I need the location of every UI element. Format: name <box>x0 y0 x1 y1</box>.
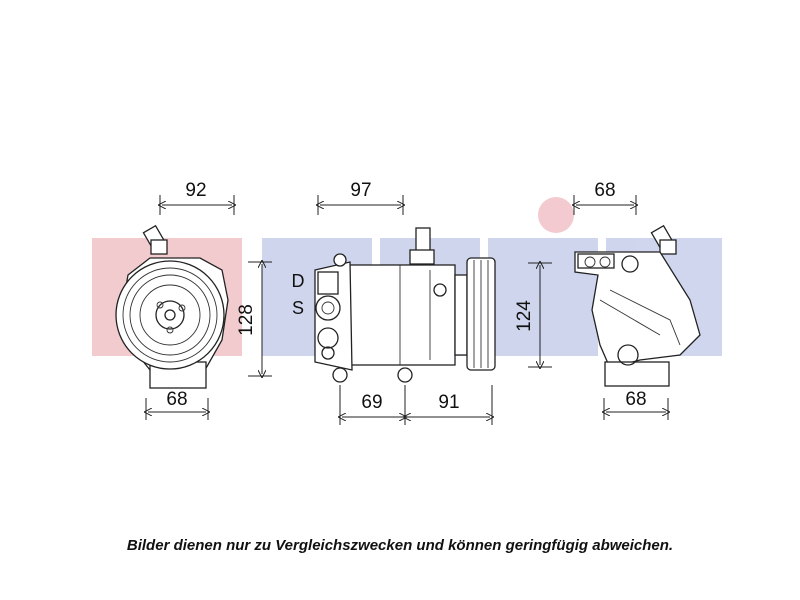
back-dim-top: 68 <box>594 180 615 201</box>
disclaimer-text: Bilder dienen nur zu Vergleichszwecken u… <box>126 537 674 554</box>
front-dim-side: 128 <box>236 304 257 336</box>
side-view <box>314 227 496 383</box>
port-label-d: D <box>292 271 305 291</box>
dimension-lines <box>146 195 668 425</box>
side-dim-top: 97 <box>350 180 371 201</box>
back-dim-bottom: 68 <box>625 389 646 410</box>
back-view <box>574 224 701 387</box>
side-dim-bottom-left: 69 <box>361 392 382 413</box>
side-dim-bottom-right: 91 <box>438 392 459 413</box>
port-label-s: S <box>292 298 304 318</box>
side-dim-side: 124 <box>514 300 535 332</box>
front-dim-top: 92 <box>185 180 206 201</box>
front-view <box>115 224 229 389</box>
front-dim-bottom: 68 <box>166 389 187 410</box>
